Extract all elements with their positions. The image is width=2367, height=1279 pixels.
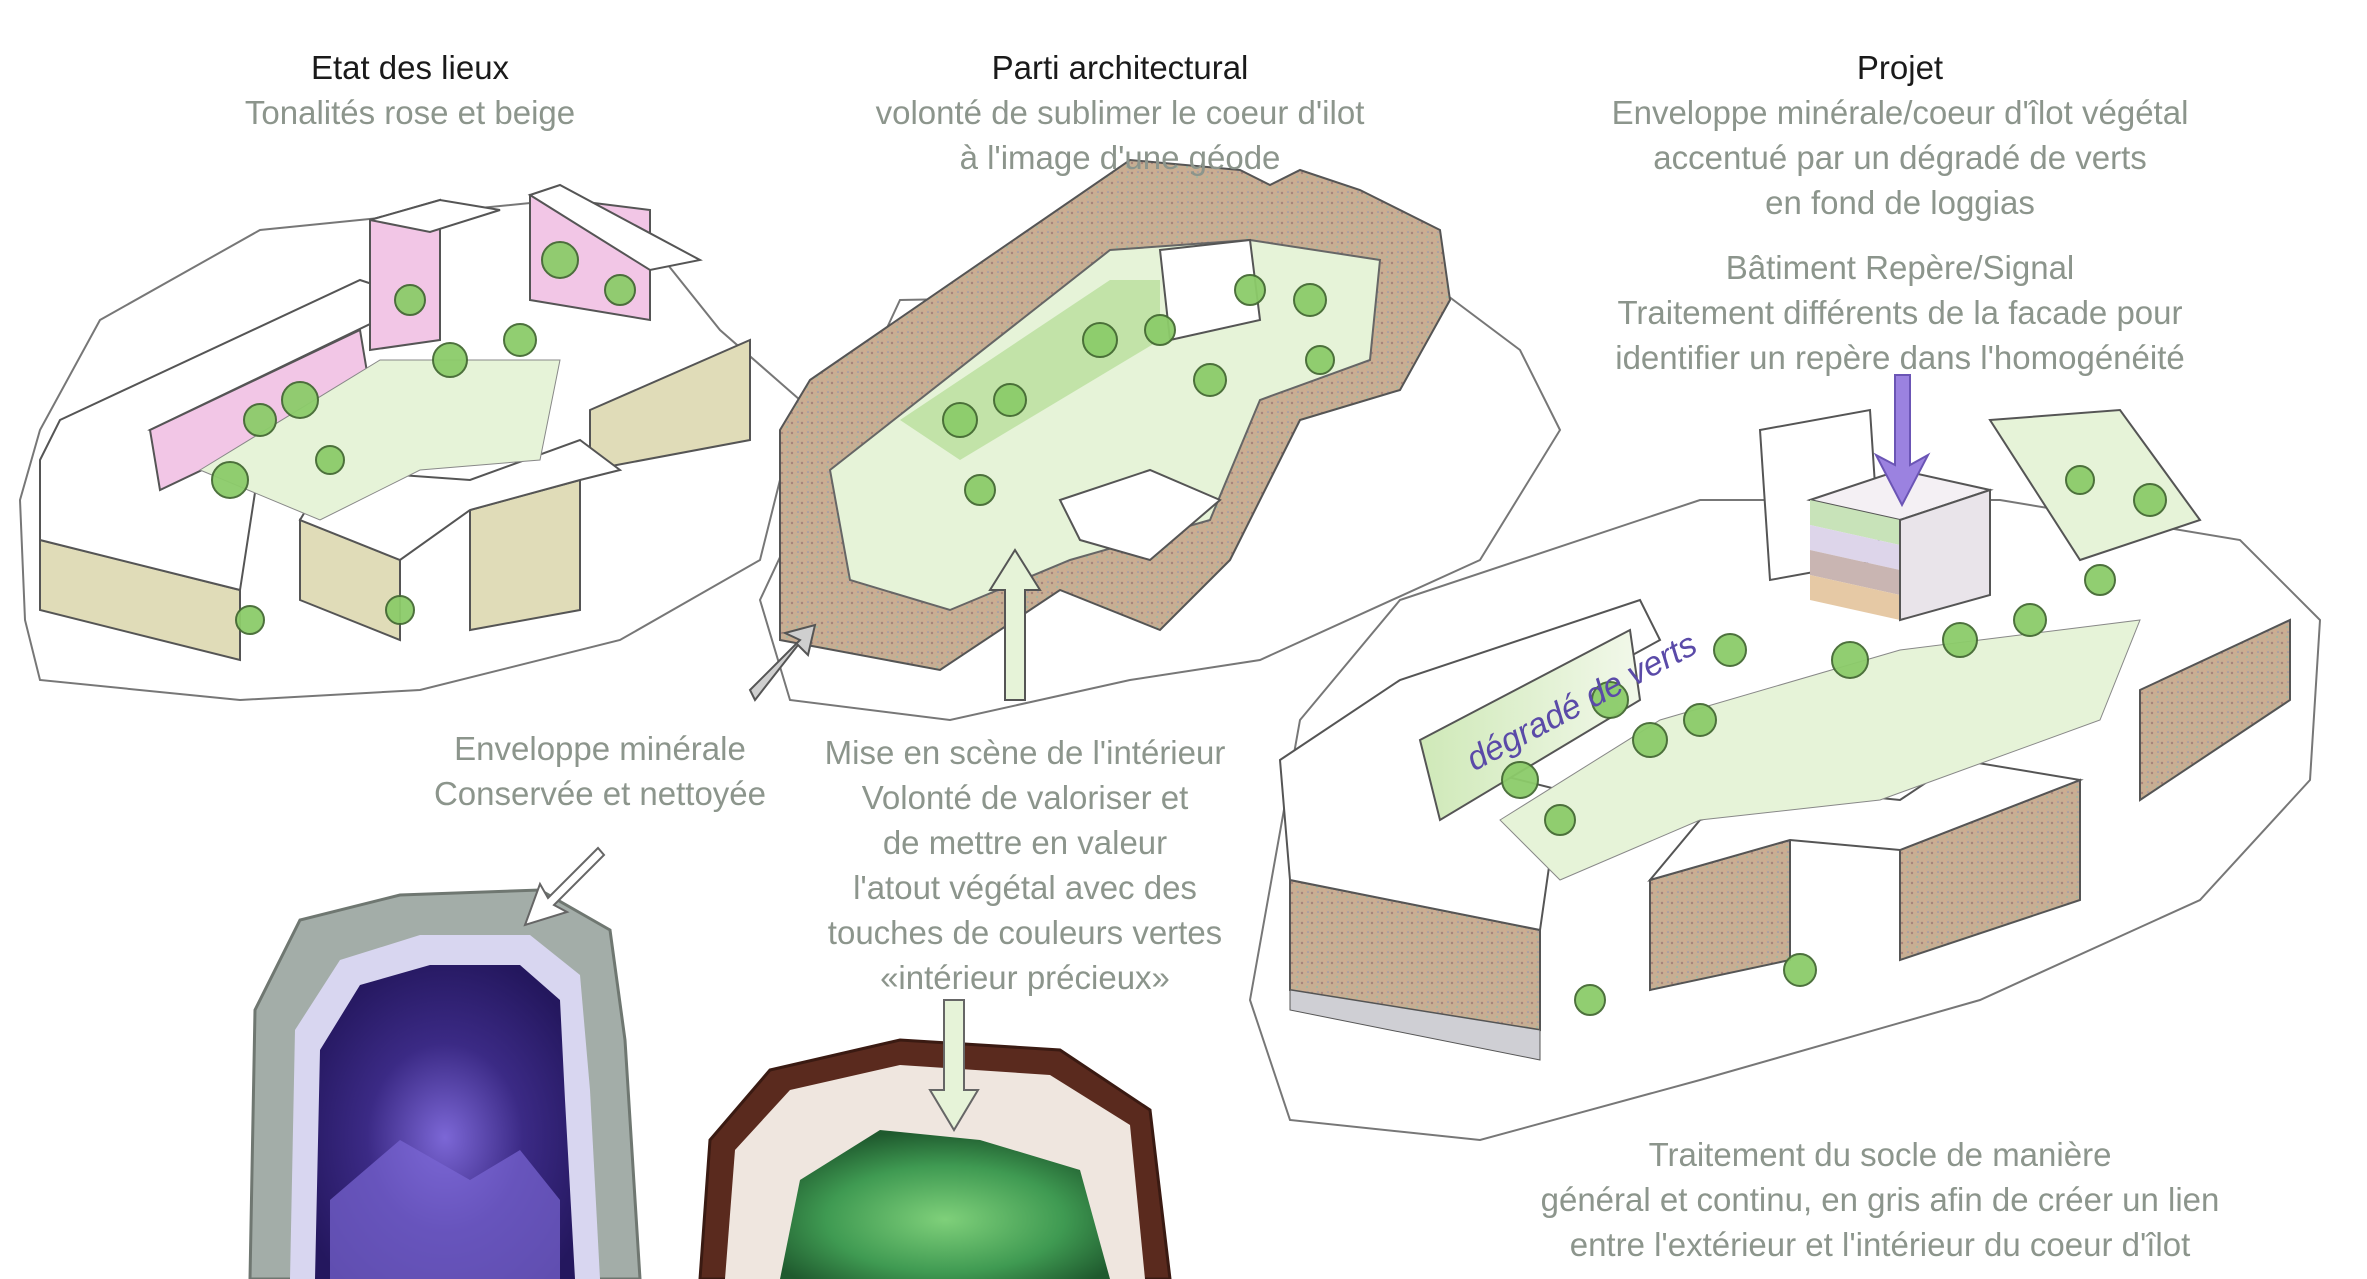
geode-amethyst (248, 888, 642, 1279)
trees (211, 241, 2167, 1016)
courtyard (198, 359, 561, 521)
annotation-mise-line-1: Mise en scène de l'intérieur (824, 734, 1226, 771)
inner-roof-block (1158, 238, 1262, 342)
annotation-batiment-repere: Bâtiment Repère/Signal Traitement différ… (1560, 245, 2240, 380)
annotation-socle-line-1: Traitement du socle de manière (1648, 1136, 2112, 1173)
sketch-etat-des-lieux (18, 183, 802, 702)
annotation-enveloppe-line-1: Enveloppe minérale (454, 730, 746, 767)
column-etat-des-lieux: Etat des lieux Tonalités rose et beige (210, 45, 610, 135)
title-projet: Projet (1856, 49, 1944, 86)
signal-band-3 (1810, 550, 1900, 595)
annotation-mise-en-scene: Mise en scène de l'intérieur Volonté de … (800, 730, 1250, 1000)
subtitle-parti-line-1: volonté de sublimer le coeur d'ilot (875, 94, 1365, 131)
annotation-enveloppe: Enveloppe minérale Conservée et nettoyée (390, 726, 810, 816)
annotation-mise-line-2: Volonté de valoriser et (861, 779, 1189, 816)
annotation-mise-line-5: touches de couleurs vertes (827, 914, 1223, 951)
signal-band-2 (1810, 525, 1900, 570)
subtitle-parti-line-2: à l'image d'une géode (959, 139, 1281, 176)
annotation-socle-line-3: entre l'extérieur et l'intérieur du coeu… (1569, 1226, 2191, 1263)
back-green-wing (1988, 408, 2202, 562)
annotation-mise-line-4: l'atout végétal avec des (853, 869, 1197, 906)
title-parti-architectural: Parti architectural (991, 49, 1249, 86)
subtitle-projet-line-1: Enveloppe minérale/coeur d'îlot végétal (1611, 94, 2189, 131)
title-etat-des-lieux: Etat des lieux (310, 49, 510, 86)
subtitle-projet-line-3: en fond de loggias (1765, 184, 2035, 221)
arrow-interieur (988, 548, 1042, 701)
annotation-batiment-line-1: Bâtiment Repère/Signal (1725, 249, 2075, 286)
sketch-projet (1248, 374, 2322, 1142)
annotation-mise-line-3: de mettre en valeur (882, 824, 1168, 861)
geode-green (698, 1038, 1172, 1279)
front-roof-block (1058, 468, 1222, 562)
annotation-mise-line-6: «intérieur précieux» (880, 959, 1170, 996)
subtitle-etat-des-lieux: Tonalités rose et beige (244, 94, 576, 131)
arrow-enveloppe (748, 623, 817, 702)
column-projet: Projet Enveloppe minérale/coeur d'îlot v… (1560, 45, 2240, 225)
socle-grey-left (1289, 989, 1541, 1061)
courtyard-3 (1499, 619, 2141, 881)
signal-side (1899, 488, 1991, 622)
annotation-batiment-line-3: identifier un repère dans l'homogénéité (1615, 339, 2185, 376)
signal-band-1 (1810, 500, 1900, 545)
inner-green-court (828, 238, 1382, 612)
annotation-batiment-line-2: Traitement différents de la facade pour (1617, 294, 2183, 331)
roof-right-back (527, 183, 703, 272)
subtitle-projet-line-2: accentué par un dégradé de verts (1653, 139, 2147, 176)
arrow-signal (1873, 374, 1931, 508)
signal-band-4 (1810, 575, 1900, 620)
column-parti-architectural: Parti architectural volonté de sublimer … (840, 45, 1400, 180)
facade-gradient-green (1418, 628, 1642, 822)
annotation-enveloppe-line-2: Conservée et nettoyée (433, 775, 767, 812)
roof-tower (369, 198, 501, 234)
sketch-parti-architectural (748, 158, 1562, 722)
annotation-socle: Traitement du socle de manière général e… (1500, 1132, 2260, 1267)
facade-speckle-right (2139, 618, 2291, 802)
arrow-to-amethyst (523, 846, 606, 927)
arrow-to-green-geode (928, 999, 980, 1132)
annotation-socle-line-2: général et continu, en gris afin de crée… (1540, 1181, 2220, 1218)
